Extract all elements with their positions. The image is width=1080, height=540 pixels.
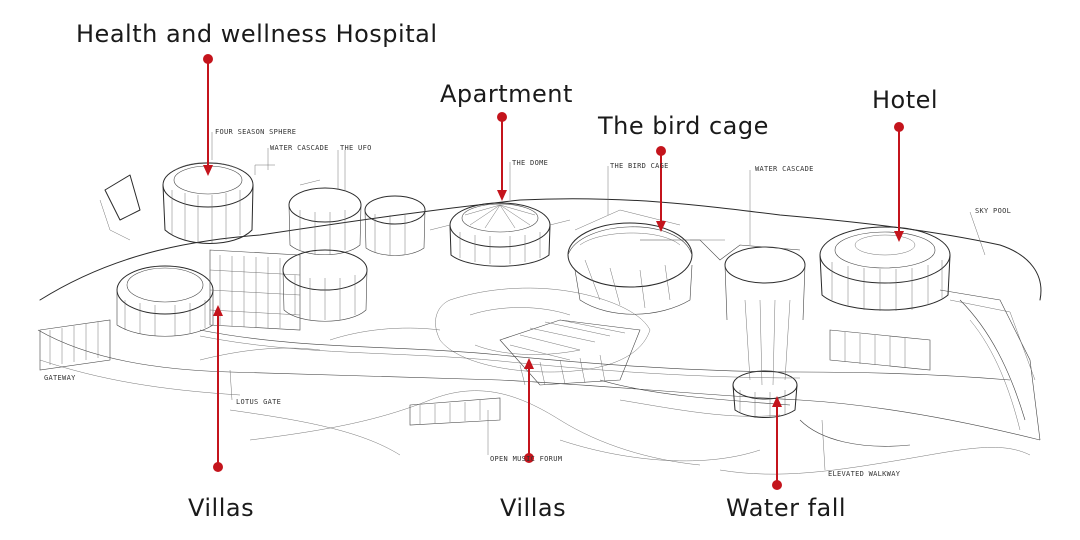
villas-left-sketch <box>39 174 301 371</box>
hospital-sketch <box>162 162 426 322</box>
note-the-bird-cage: THE BIRD CAGE <box>610 162 669 170</box>
note-water-cascade-1: WATER CASCADE <box>270 144 329 152</box>
hotel-marker <box>894 122 904 242</box>
hospital-marker <box>203 54 213 176</box>
note-leaders <box>211 132 986 471</box>
callout-markers <box>203 54 904 490</box>
note-left-gate: GATEWAY <box>44 374 76 382</box>
note-the-dome: THE DOME <box>512 159 549 167</box>
waterfall-marker <box>772 396 782 490</box>
terrain-sketch <box>37 198 1042 475</box>
hotel-sketch <box>819 226 1041 441</box>
callout-birdcage: The bird cage <box>598 112 769 140</box>
birdcage-sketch <box>567 209 693 315</box>
callout-villas-left: Villas <box>188 494 255 522</box>
callout-villas-center: Villas <box>500 494 567 522</box>
note-four-season-sphere: FOUR SEASON SPHERE <box>215 128 297 136</box>
walkway-sketch <box>199 150 1011 426</box>
callout-waterfall: Water fall <box>726 494 847 522</box>
note-lotus-gate: LOTUS GATE <box>236 398 282 406</box>
villas-center-marker <box>524 358 534 463</box>
note-elevated-walkway: ELEVATED WALKWAY <box>828 470 901 478</box>
callout-apartment: Apartment <box>440 80 573 108</box>
apartment-marker <box>497 112 507 201</box>
callout-hotel: Hotel <box>872 86 939 114</box>
note-open-music-forum: OPEN MUSIC FORUM <box>490 455 563 463</box>
callout-hospital: Health and wellness Hospital <box>76 20 438 48</box>
note-the-ufo: THE UFO <box>340 144 372 152</box>
note-water-cascade-2: WATER CASCADE <box>755 165 814 173</box>
apartment-sketch <box>449 202 551 267</box>
waterfall-sketch <box>724 246 806 418</box>
birdcage-marker <box>656 146 666 232</box>
note-sky-pool: SKY POOL <box>975 207 1012 215</box>
villas-left-marker <box>213 305 223 472</box>
